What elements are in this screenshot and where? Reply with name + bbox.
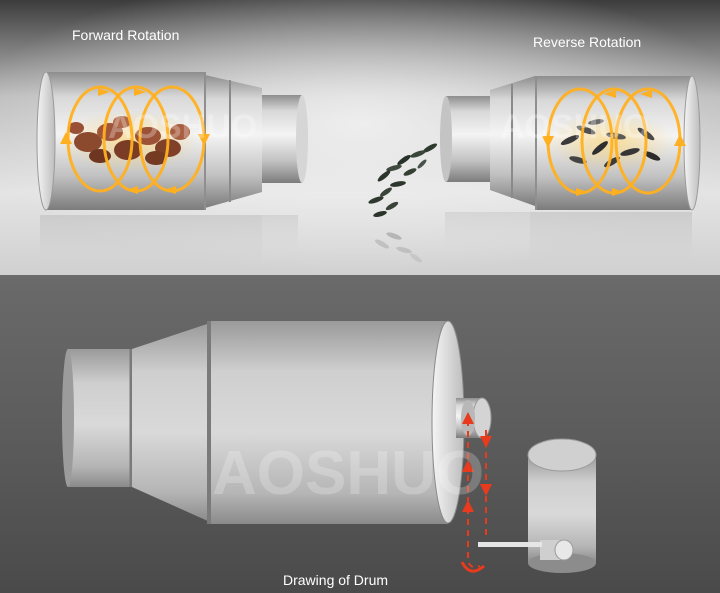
forward-rotation-arrows [60, 85, 210, 194]
drive-motor [478, 438, 597, 573]
forward-rotation-label: Forward Rotation [72, 27, 180, 43]
reverse-drum-watermark: AOSHUO [500, 108, 649, 146]
discharged-seeds [368, 143, 438, 263]
drawing-watermark: AOSHUO [212, 439, 484, 508]
drum-drawing: AOSHUO [62, 320, 597, 573]
drawing-of-drum-label: Drawing of Drum [283, 572, 389, 588]
reverse-rotation-label: Reverse Rotation [533, 34, 642, 50]
forward-drum-watermark: AOSHUO [108, 108, 257, 146]
drive-belt-arrows [460, 412, 492, 573]
reverse-rotation-drum: AOSHUO [440, 75, 701, 272]
forward-rotation-drum: AOSHUO [36, 71, 308, 273]
reverse-rotation-arrows [542, 87, 686, 196]
